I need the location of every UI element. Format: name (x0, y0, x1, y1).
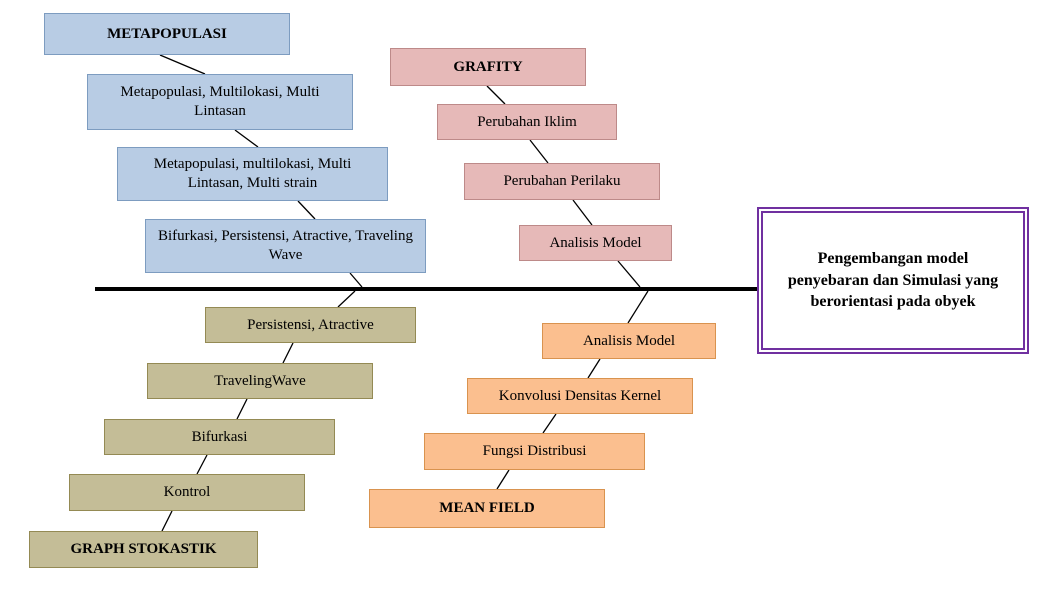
grafity-item: Perubahan Iklim (437, 104, 617, 140)
mean-field-item: Konvolusi Densitas Kernel (467, 378, 693, 414)
mean-field-item: Analisis Model (542, 323, 716, 359)
branch-header-grafity: GRAFITY (390, 48, 586, 86)
branch-header-metapopulasi: METAPOPULASI (44, 13, 290, 55)
effect-box: Pengembangan model penyebaran dan Simula… (757, 207, 1029, 354)
graph-stokastik-item: TravelingWave (147, 363, 373, 399)
graph-stokastik-item: Persistensi, Atractive (205, 307, 416, 343)
metapopulasi-item: Bifurkasi, Persistensi, Atractive, Trave… (145, 219, 426, 273)
branch-header-mean-field: MEAN FIELD (369, 489, 605, 528)
grafity-item: Perubahan Perilaku (464, 163, 660, 200)
branch-header-graph-stokastik: GRAPH STOKASTIK (29, 531, 258, 568)
graph-stokastik-item: Bifurkasi (104, 419, 335, 455)
graph-stokastik-item: Kontrol (69, 474, 305, 511)
mean-field-item: Fungsi Distribusi (424, 433, 645, 470)
grafity-item: Analisis Model (519, 225, 672, 261)
metapopulasi-item: Metapopulasi, Multilokasi, Multi Lintasa… (87, 74, 353, 130)
metapopulasi-item: Metapopulasi, multilokasi, Multi Lintasa… (117, 147, 388, 201)
